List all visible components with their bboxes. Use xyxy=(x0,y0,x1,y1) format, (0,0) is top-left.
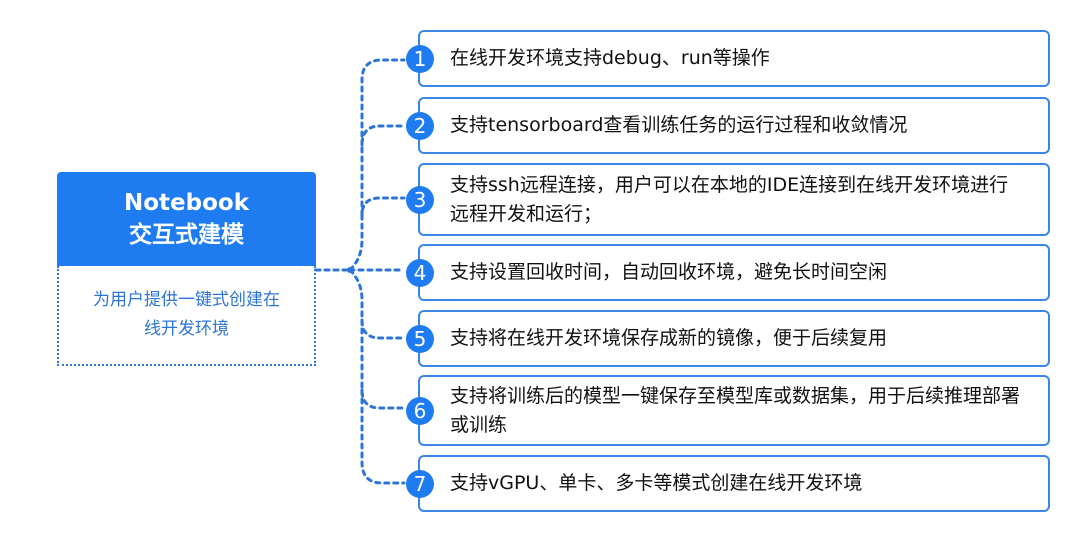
main-card: Notebook 交互式建模 为用户提供一键式创建在 线开发环境 xyxy=(57,172,316,366)
main-card-description-line1: 为用户提供一键式创建在 xyxy=(93,290,280,310)
number-badge-icon: 6 xyxy=(406,396,434,425)
main-card-description-line2: 线开发环境 xyxy=(144,319,229,339)
number-badge-icon: 3 xyxy=(406,185,434,214)
number-badge-icon: 2 xyxy=(406,111,434,140)
main-card-title-zh: 交互式建模 xyxy=(129,222,244,248)
number-badge-icon: 5 xyxy=(406,324,434,353)
main-card-title-en: Notebook xyxy=(123,190,249,216)
feature-item: 4 支持设置回收时间，自动回收环境，避免长时间空闲 xyxy=(406,244,1050,301)
feature-text: 在线开发环境支持debug、run等操作 xyxy=(450,47,770,69)
feature-text: 支持将在线开发环境保存成新的镜像，便于后续复用 xyxy=(450,327,888,349)
feature-text: 支持vGPU、单卡、多卡等模式创建在线开发环境 xyxy=(450,472,863,494)
number-badge-icon: 7 xyxy=(406,469,434,498)
number-badge-icon: 4 xyxy=(406,258,434,287)
feature-text: 支持将训练后的模型一键保存至模型库或数据集，用于后续推理部署或训练 xyxy=(450,384,1021,436)
feature-item: 6 支持将训练后的模型一键保存至模型库或数据集，用于后续推理部署或训练 xyxy=(406,375,1050,446)
feature-item: 1 在线开发环境支持debug、run等操作 xyxy=(406,30,1050,87)
feature-text: 支持tensorboard查看训练任务的运行过程和收敛情况 xyxy=(450,114,908,136)
feature-item: 5 支持将在线开发环境保存成新的镜像，便于后续复用 xyxy=(406,310,1050,367)
connector-hub xyxy=(347,267,353,273)
connector-7 xyxy=(360,388,406,485)
main-card-header: Notebook 交互式建模 xyxy=(57,172,316,266)
feature-item: 3 支持ssh远程连接，用户可以在本地的IDE连接到在线开发环境进行远程开发和运… xyxy=(406,163,1050,236)
connector-1 xyxy=(360,58,406,147)
feature-text: 支持设置回收时间，自动回收环境，避免长时间空闲 xyxy=(450,261,888,283)
main-card-description: 为用户提供一键式创建在 线开发环境 xyxy=(57,266,316,366)
connector-6 xyxy=(360,318,406,410)
connector-5 xyxy=(348,268,406,340)
number-badge-icon: 1 xyxy=(406,44,434,73)
feature-text: 支持ssh远程连接，用户可以在本地的IDE连接到在线开发环境进行远程开发和运行； xyxy=(450,173,1009,225)
feature-item: 7 支持vGPU、单卡、多卡等模式创建在线开发环境 xyxy=(406,455,1050,512)
connector-3 xyxy=(348,196,406,272)
feature-item: 2 支持tensorboard查看训练任务的运行过程和收敛情况 xyxy=(406,97,1050,154)
connector-2 xyxy=(360,124,406,217)
